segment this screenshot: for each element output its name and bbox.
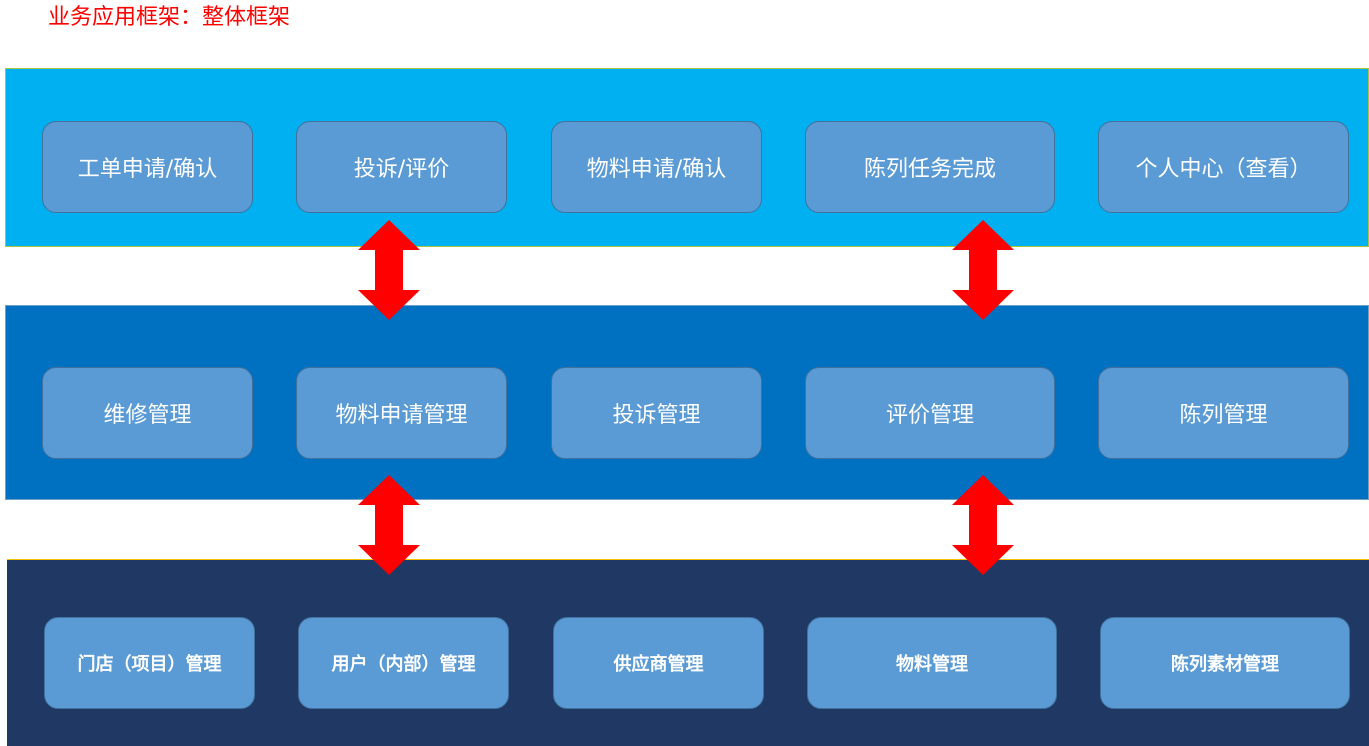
base-module-material: 物料管理 xyxy=(807,617,1057,709)
service-module-repair: 维修管理 xyxy=(42,367,253,459)
app-layer: 工单申请/确认 投诉/评价 物料申请/确认 陈列任务完成 个人中心（查看） xyxy=(5,68,1369,247)
app-module-personal-center: 个人中心（查看） xyxy=(1098,121,1349,213)
base-module-user: 用户（内部）管理 xyxy=(298,617,509,709)
service-module-complaint: 投诉管理 xyxy=(551,367,762,459)
base-layer: 门店（项目）管理 用户（内部）管理 供应商管理 物料管理 陈列素材管理 xyxy=(7,559,1369,746)
double-headed-vertical-arrow-icon xyxy=(952,220,1014,320)
service-module-review: 评价管理 xyxy=(805,367,1055,459)
app-module-work-order: 工单申请/确认 xyxy=(42,121,253,213)
base-module-store: 门店（项目）管理 xyxy=(44,617,255,709)
service-module-material-request: 物料申请管理 xyxy=(296,367,507,459)
app-module-display-task: 陈列任务完成 xyxy=(805,121,1055,213)
app-module-material-request: 物料申请/确认 xyxy=(551,121,762,213)
double-headed-vertical-arrow-icon xyxy=(952,475,1014,575)
double-headed-vertical-arrow-icon xyxy=(358,220,420,320)
service-layer: 维修管理 物料申请管理 投诉管理 评价管理 陈列管理 xyxy=(5,305,1369,500)
base-module-supplier: 供应商管理 xyxy=(553,617,764,709)
service-module-display: 陈列管理 xyxy=(1098,367,1349,459)
page-title: 业务应用框架：整体框架 xyxy=(48,5,291,30)
double-headed-vertical-arrow-icon xyxy=(358,475,420,575)
app-module-complaint-review: 投诉/评价 xyxy=(296,121,507,213)
base-module-display-material: 陈列素材管理 xyxy=(1100,617,1350,709)
